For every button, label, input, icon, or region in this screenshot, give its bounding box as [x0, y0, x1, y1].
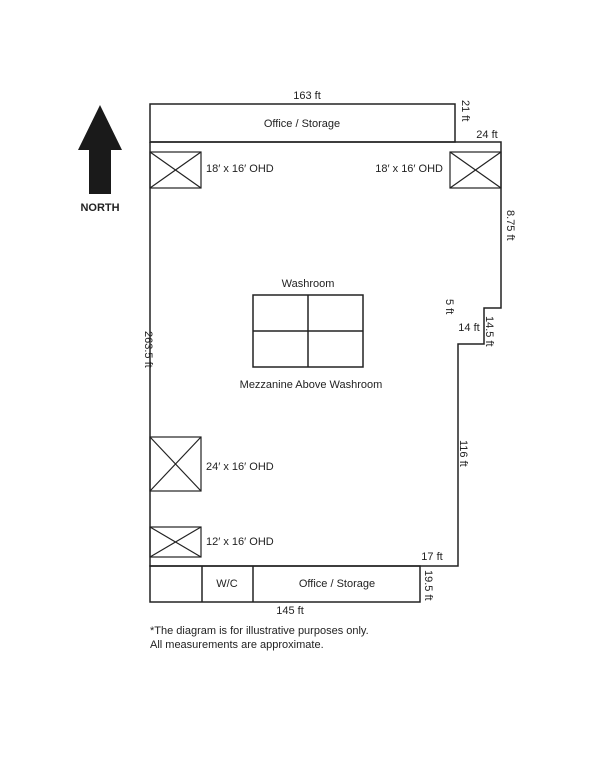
north-label: NORTH: [80, 202, 119, 214]
ohd-west-small-label: 12′ x 16′ OHD: [206, 536, 274, 548]
washroom-block: [252, 294, 364, 368]
dim-east-step-width: 14 ft: [458, 322, 479, 334]
disclaimer-line-2: All measurements are approximate.: [150, 639, 324, 651]
north-arrow-icon: [78, 105, 122, 194]
wc-label: W/C: [216, 578, 237, 590]
dim-bottom-office-depth: 19.5 ft: [422, 570, 434, 601]
dim-south-jog: 17 ft: [421, 551, 442, 563]
ohd-west-large-label: 24′ x 16′ OHD: [206, 461, 274, 473]
dim-east-upper: 8.75 ft: [504, 210, 516, 241]
ohd-nw-label: 18′ x 16′ OHD: [206, 163, 274, 175]
bottom-office-strip: [149, 565, 421, 603]
dim-north-width: 163 ft: [293, 90, 321, 102]
ohd-door-ne: [449, 151, 502, 189]
warehouse-east-wall: [150, 141, 502, 567]
dim-top-office-depth: 21 ft: [459, 100, 471, 121]
ohd-ne-label: 18′ x 16′ OHD: [375, 163, 443, 175]
disclaimer-note: *The diagram is for illustrative purpose…: [150, 624, 369, 652]
ohd-door-west-small: [149, 526, 202, 558]
bottom-office-label: Office / Storage: [299, 578, 375, 590]
dim-south-width: 145 ft: [276, 605, 304, 617]
dim-east-lower: 116 ft: [457, 440, 469, 467]
disclaimer-line-1: *The diagram is for illustrative purpose…: [150, 625, 369, 637]
mezzanine-label: Mezzanine Above Washroom: [240, 379, 383, 391]
dim-ne-jog: 24 ft: [476, 129, 497, 141]
dim-east-step-depth: 14.5 ft: [483, 316, 495, 347]
dim-west-length: 263.5 ft: [142, 331, 154, 368]
dim-east-step-small: 5 ft: [443, 299, 455, 314]
ohd-door-west-large: [149, 436, 202, 492]
ohd-door-nw: [149, 151, 202, 189]
washroom-label: Washroom: [282, 278, 335, 290]
top-office-label: Office / Storage: [264, 118, 340, 130]
warehouse-outline: [149, 142, 420, 567]
